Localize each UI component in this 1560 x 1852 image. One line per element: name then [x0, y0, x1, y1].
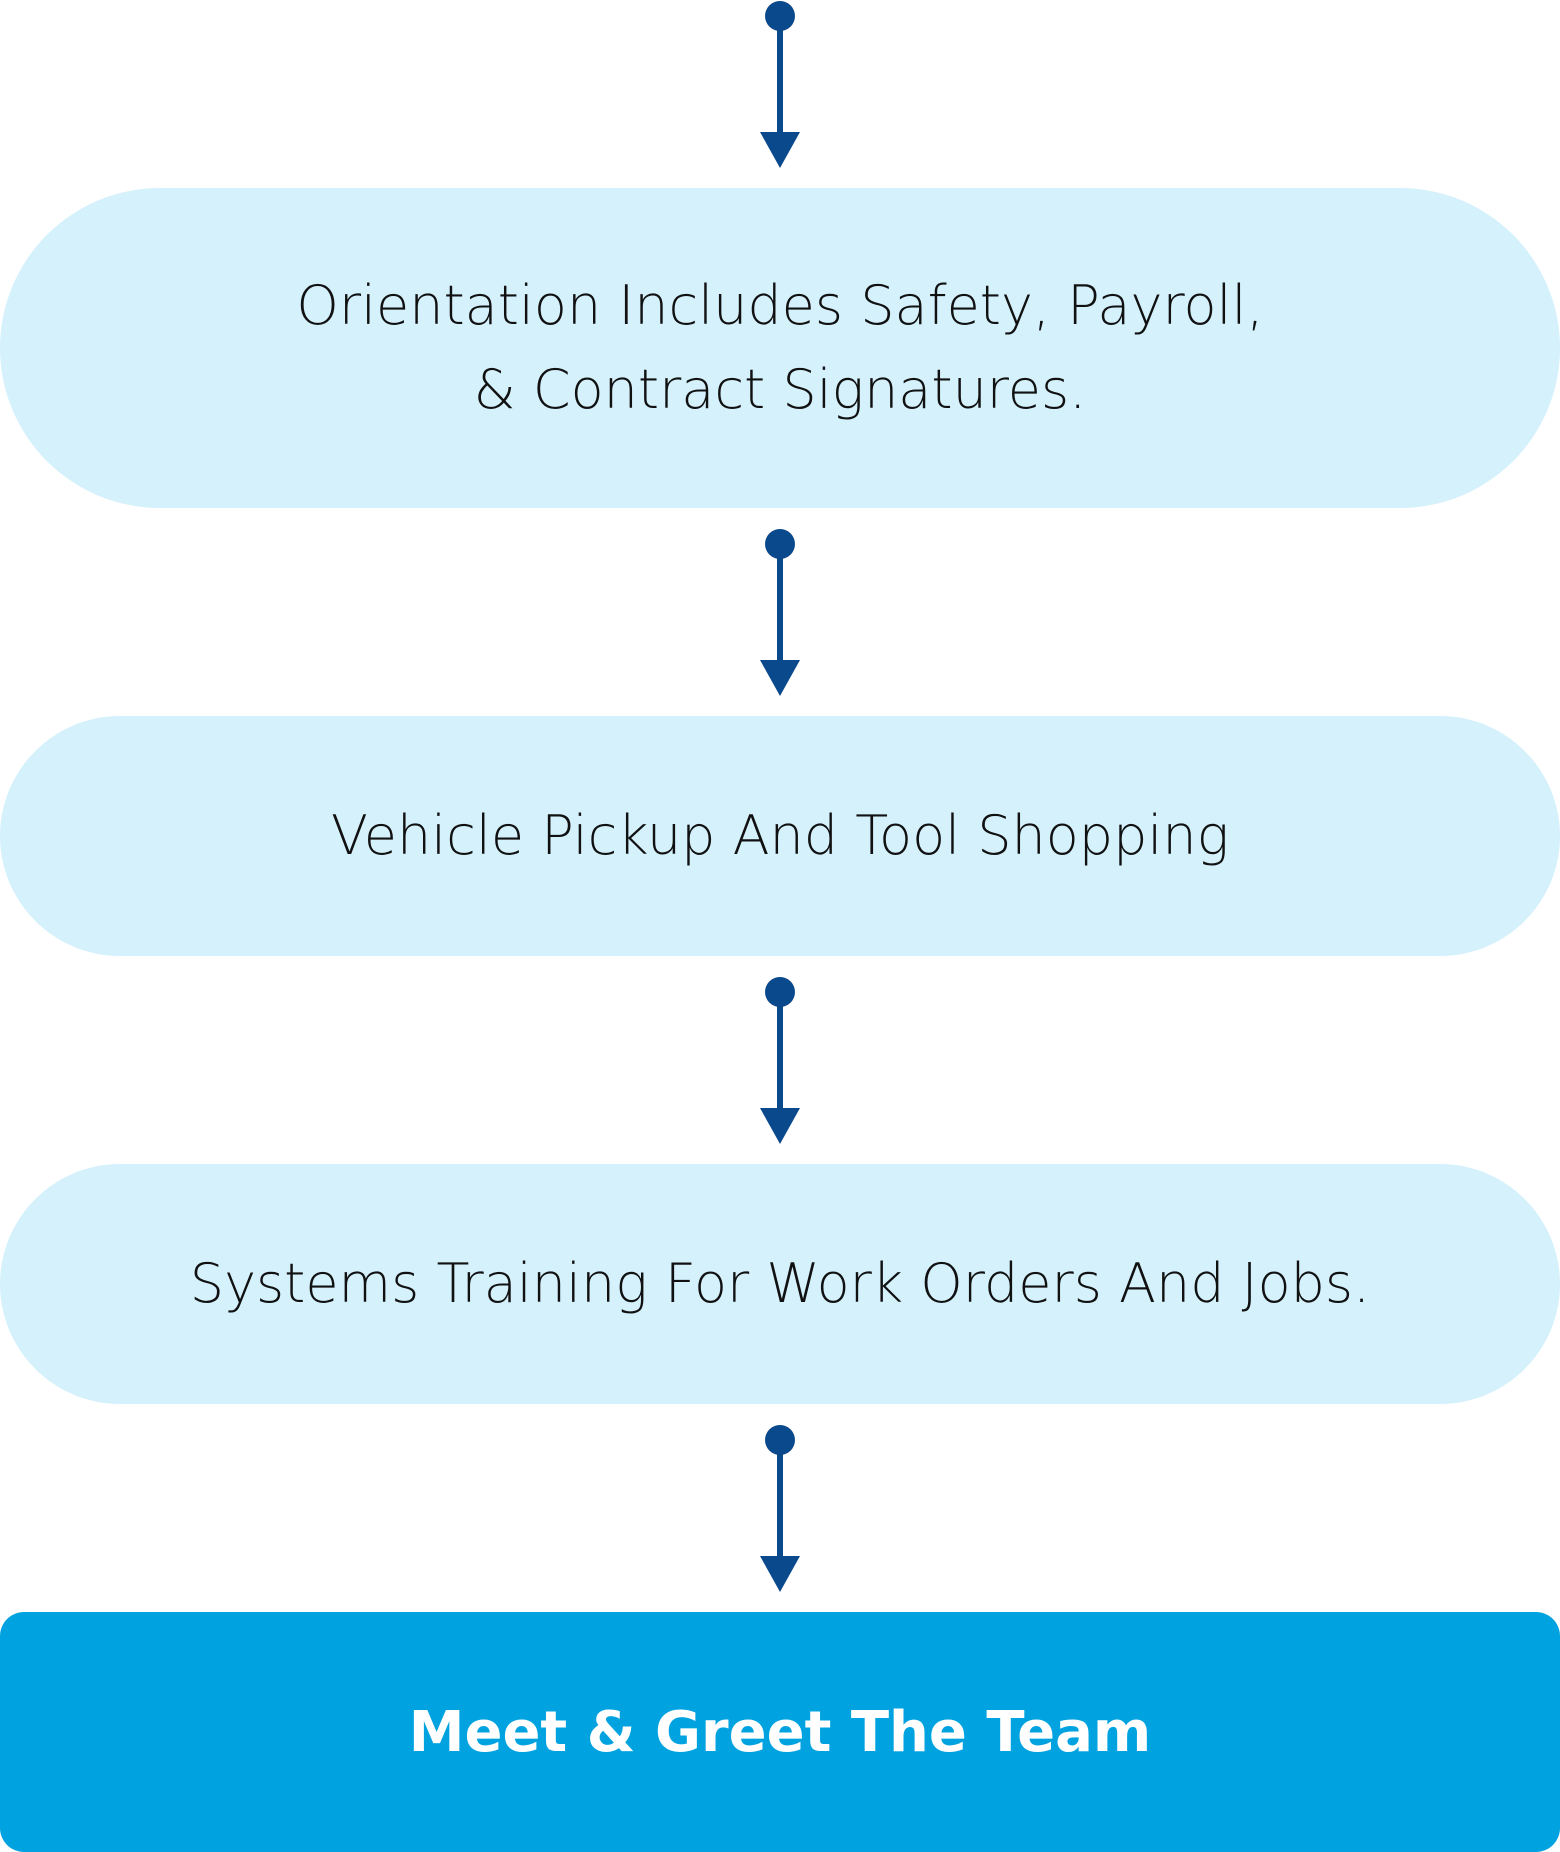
step-orientation-label: Orientation Includes Safety, Payroll, & … [296, 264, 1263, 432]
arrow-down-icon [760, 977, 800, 1144]
step-meet-and-greet-label: Meet & Greet The Team [408, 1699, 1152, 1765]
step-meet-and-greet: Meet & Greet The Team [0, 1612, 1560, 1852]
step-orientation-line-1: Orientation Includes Safety, Payroll, [296, 274, 1264, 337]
step-systems-training: Systems Training For Work Orders And Job… [0, 1164, 1560, 1404]
step-orientation-line-2: & Contract Signatures. [473, 358, 1087, 421]
arrow-down-icon [760, 529, 800, 696]
step-vehicle-pickup-label: Vehicle Pickup And Tool Shopping [330, 804, 1229, 867]
arrow-down-icon [760, 1, 800, 168]
step-vehicle-pickup: Vehicle Pickup And Tool Shopping [0, 716, 1560, 956]
step-orientation: Orientation Includes Safety, Payroll, & … [0, 188, 1560, 508]
arrow-down-icon [760, 1425, 800, 1592]
step-systems-training-label: Systems Training For Work Orders And Job… [189, 1252, 1371, 1315]
